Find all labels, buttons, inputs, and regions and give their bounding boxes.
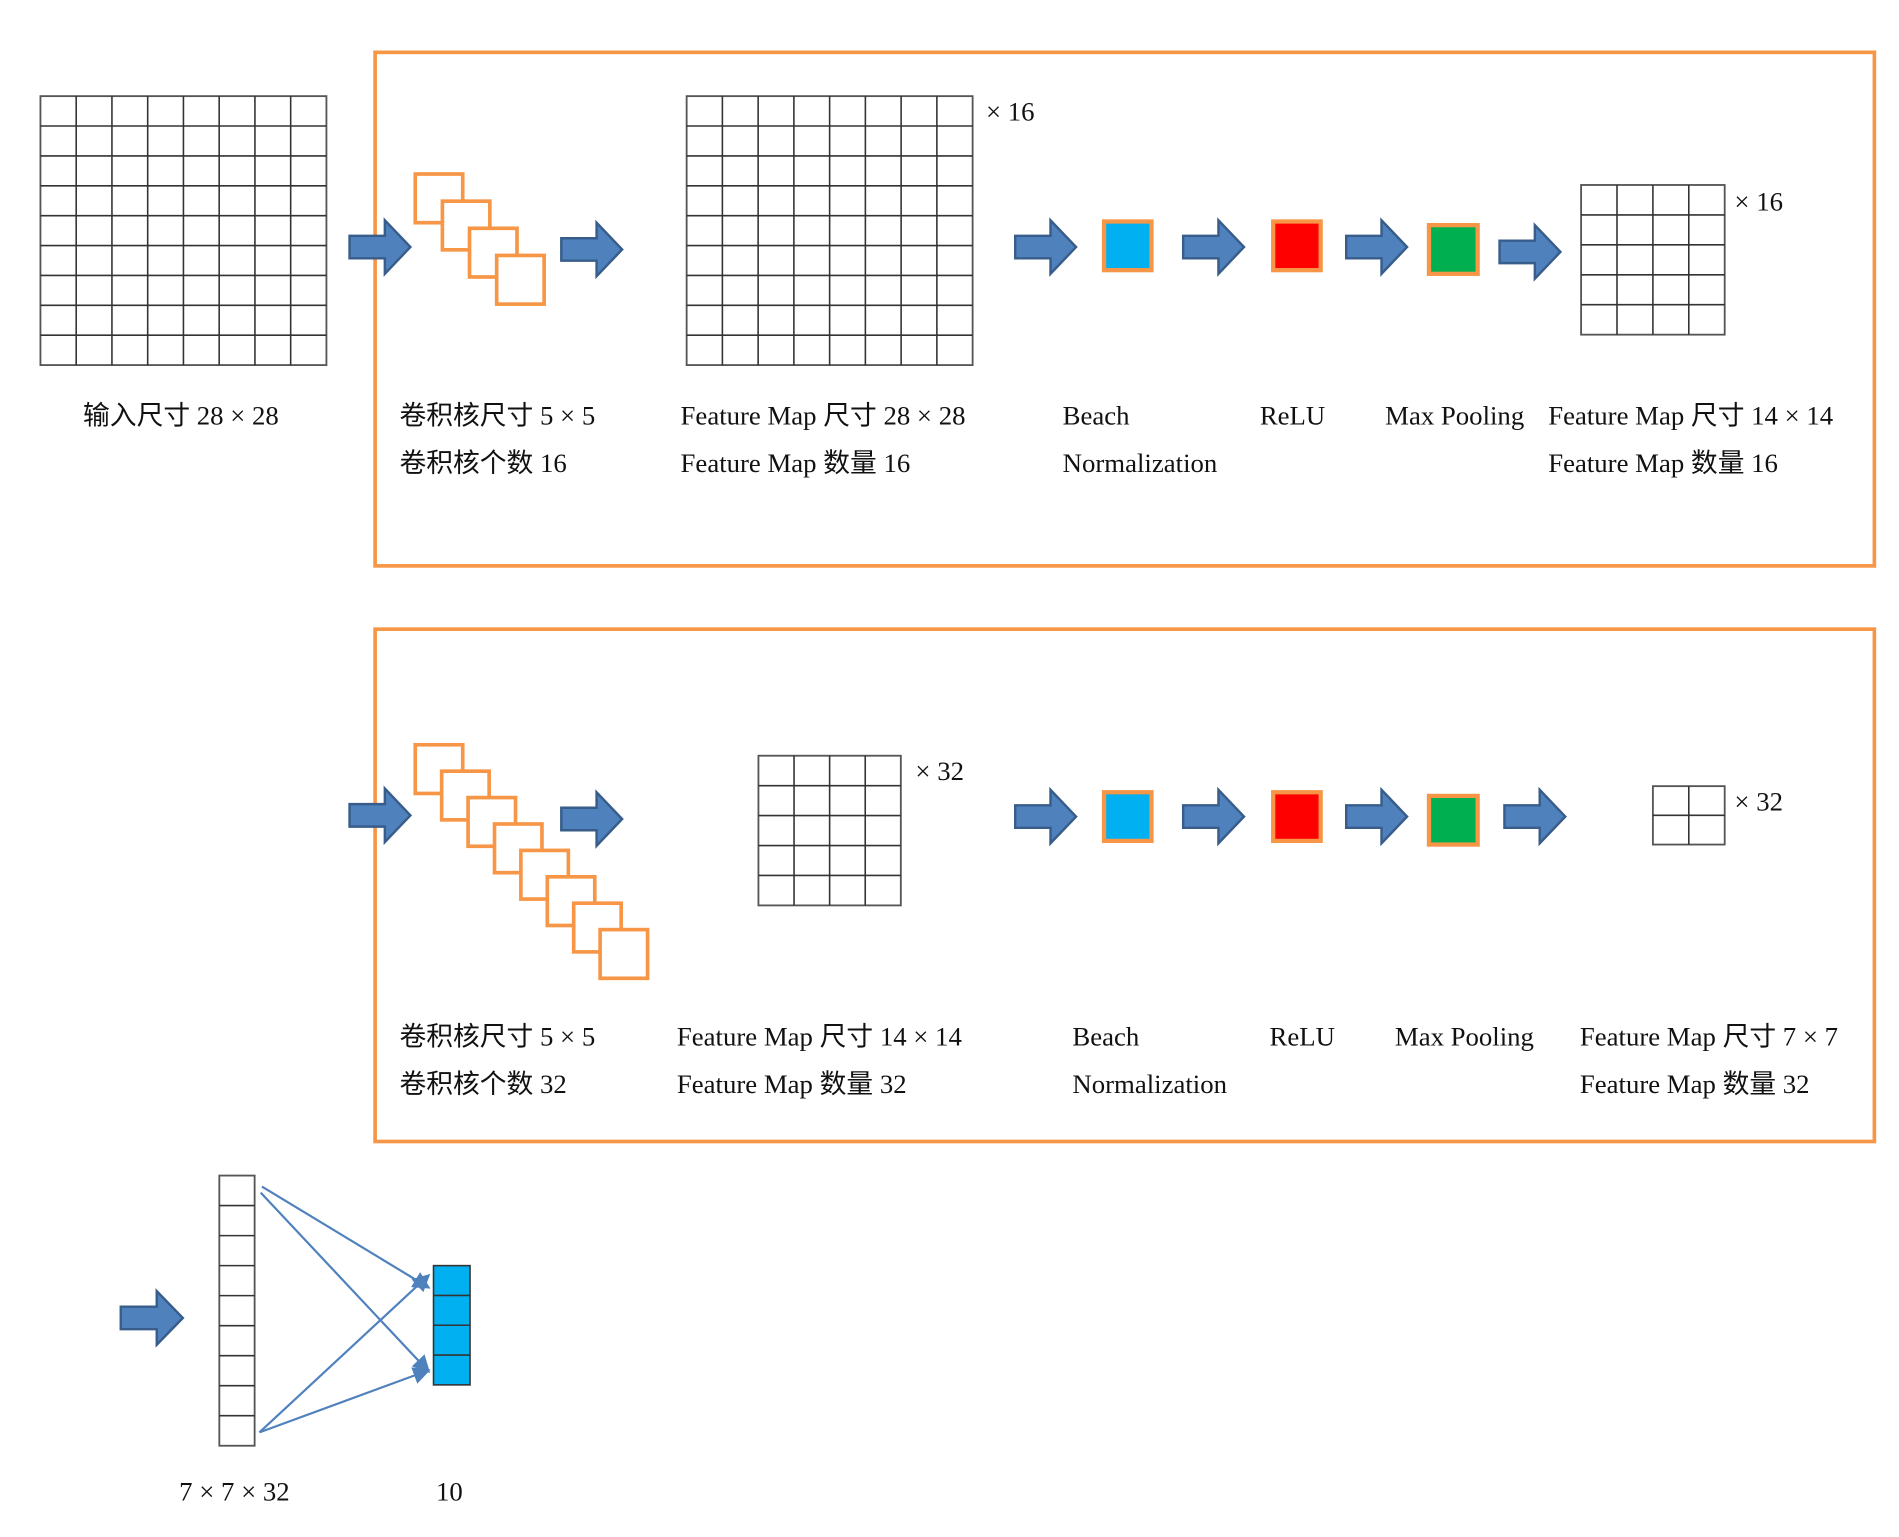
conv-size-label-2: Feature Map 尺寸 14 × 14: [677, 1021, 962, 1051]
pooled-feature-map-grid-1: [1580, 184, 1726, 336]
out-count-label-1: Feature Map 数量 16: [1548, 448, 1778, 478]
conv-kernel: [598, 927, 650, 981]
arrow-shape: [1181, 217, 1246, 277]
conv-block-1: × 16 × 16 卷积核尺寸 5 × 5 卷积核个数 16 Feature M…: [348, 50, 1877, 568]
bn-label-line2-1: Normalization: [1063, 448, 1218, 478]
conv-block-2-frame: [373, 627, 1877, 1144]
arrow-shape: [348, 217, 413, 277]
fc-connection-line: [258, 1273, 431, 1434]
bn-label-line2-2: Normalization: [1072, 1069, 1227, 1099]
arrow-shape: [1345, 786, 1409, 847]
conv-kernel: [440, 199, 492, 252]
fc-connection-line: [259, 1191, 431, 1374]
kernel-count-label-1: 卷积核个数 16: [399, 448, 566, 478]
arrow-icon: [560, 789, 624, 849]
kernel-size-label-2: 卷积核尺寸 5 × 5: [399, 1021, 595, 1051]
output-size-label: 10: [436, 1476, 463, 1506]
out-size-label-2: Feature Map 尺寸 7 × 7: [1580, 1021, 1838, 1051]
flatten-size-label: 7 × 7 × 32: [179, 1476, 290, 1506]
fully-connected-block: 7 × 7 × 32 10: [119, 1174, 471, 1506]
arrow-shape: [1181, 786, 1246, 847]
relu-block-1: [1271, 219, 1323, 273]
arrow-icon: [1181, 217, 1246, 277]
relu-label-2: ReLU: [1270, 1021, 1335, 1051]
grid-frame: [218, 1174, 256, 1447]
maxpool-block-1: [1426, 223, 1480, 276]
batchnorm-block-1: [1101, 219, 1154, 273]
kernel-count-label-2: 卷积核个数 32: [399, 1069, 566, 1099]
fc-connection-line: [261, 1185, 431, 1289]
input-size-label: 输入尺寸 28 × 28: [83, 401, 279, 431]
pool-label-1: Max Pooling: [1385, 401, 1524, 431]
conv-kernel: [466, 795, 518, 849]
arrow-shape: [1345, 217, 1409, 277]
conv-kernel: [494, 253, 546, 306]
arrow-icon: [1345, 786, 1409, 847]
conv-block-2: × 32 × 32 卷积核尺寸 5 × 5 卷积核个数 32 Feature M…: [348, 627, 1877, 1144]
arrow-icon: [1345, 217, 1409, 277]
fc-connections: [258, 1185, 431, 1434]
fc-connection-line: [259, 1367, 431, 1434]
conv-feature-map-grid-1: [685, 95, 974, 366]
out-count-label-2: Feature Map 数量 32: [1580, 1069, 1810, 1099]
bn-label-line1-2: Beach: [1072, 1021, 1139, 1051]
arrow-shape: [119, 1288, 185, 1348]
relu-block-2: [1271, 790, 1323, 844]
batchnorm-block-2: [1101, 790, 1154, 844]
arrow-shape: [1013, 217, 1078, 277]
arrow-shape: [1013, 786, 1078, 847]
flatten-vector: [218, 1174, 256, 1447]
arrow-shape: [1503, 786, 1567, 847]
arrow-icon: [1181, 786, 1246, 847]
conv-block-1-frame: [373, 50, 1877, 568]
out-multiplier-2: × 32: [1734, 786, 1783, 816]
conv-multiplier-2: × 32: [915, 756, 964, 786]
conv-count-label-1: Feature Map 数量 16: [681, 448, 911, 478]
bn-label-line1-1: Beach: [1063, 401, 1130, 431]
out-multiplier-1: × 16: [1734, 187, 1783, 217]
maxpool-block-2: [1426, 793, 1480, 847]
arrow-shape: [1498, 222, 1563, 282]
arrow-icon: [348, 785, 413, 846]
relu-label-1: ReLU: [1260, 401, 1325, 431]
arrow-icon: [1503, 786, 1567, 847]
input-grid: [39, 95, 328, 366]
conv-kernels-2: [413, 742, 650, 981]
out-size-label-1: Feature Map 尺寸 14 × 14: [1548, 401, 1833, 431]
arrow-icon: [119, 1288, 185, 1348]
arrow-icon: [1498, 222, 1563, 282]
conv-count-label-2: Feature Map 数量 32: [677, 1069, 907, 1099]
conv-feature-map-grid-2: [757, 754, 902, 907]
conv-multiplier-1: × 16: [986, 96, 1035, 126]
pool-label-2: Max Pooling: [1395, 1021, 1534, 1051]
arrow-shape: [348, 785, 413, 846]
arrow-icon: [348, 217, 413, 277]
conv-kernel: [492, 822, 544, 875]
arrow-shape: [560, 219, 624, 280]
arrow-icon: [1013, 786, 1078, 847]
arrow-icon: [1013, 217, 1078, 277]
kernel-size-label-1: 卷积核尺寸 5 × 5: [399, 401, 595, 431]
output-vector: [432, 1264, 471, 1386]
pooled-feature-map-grid-2: [1651, 785, 1726, 846]
conv-kernels-1: [413, 172, 546, 306]
arrow-shape: [560, 789, 624, 849]
conv-size-label-1: Feature Map 尺寸 28 × 28: [681, 401, 966, 431]
arrow-icon: [560, 219, 624, 280]
